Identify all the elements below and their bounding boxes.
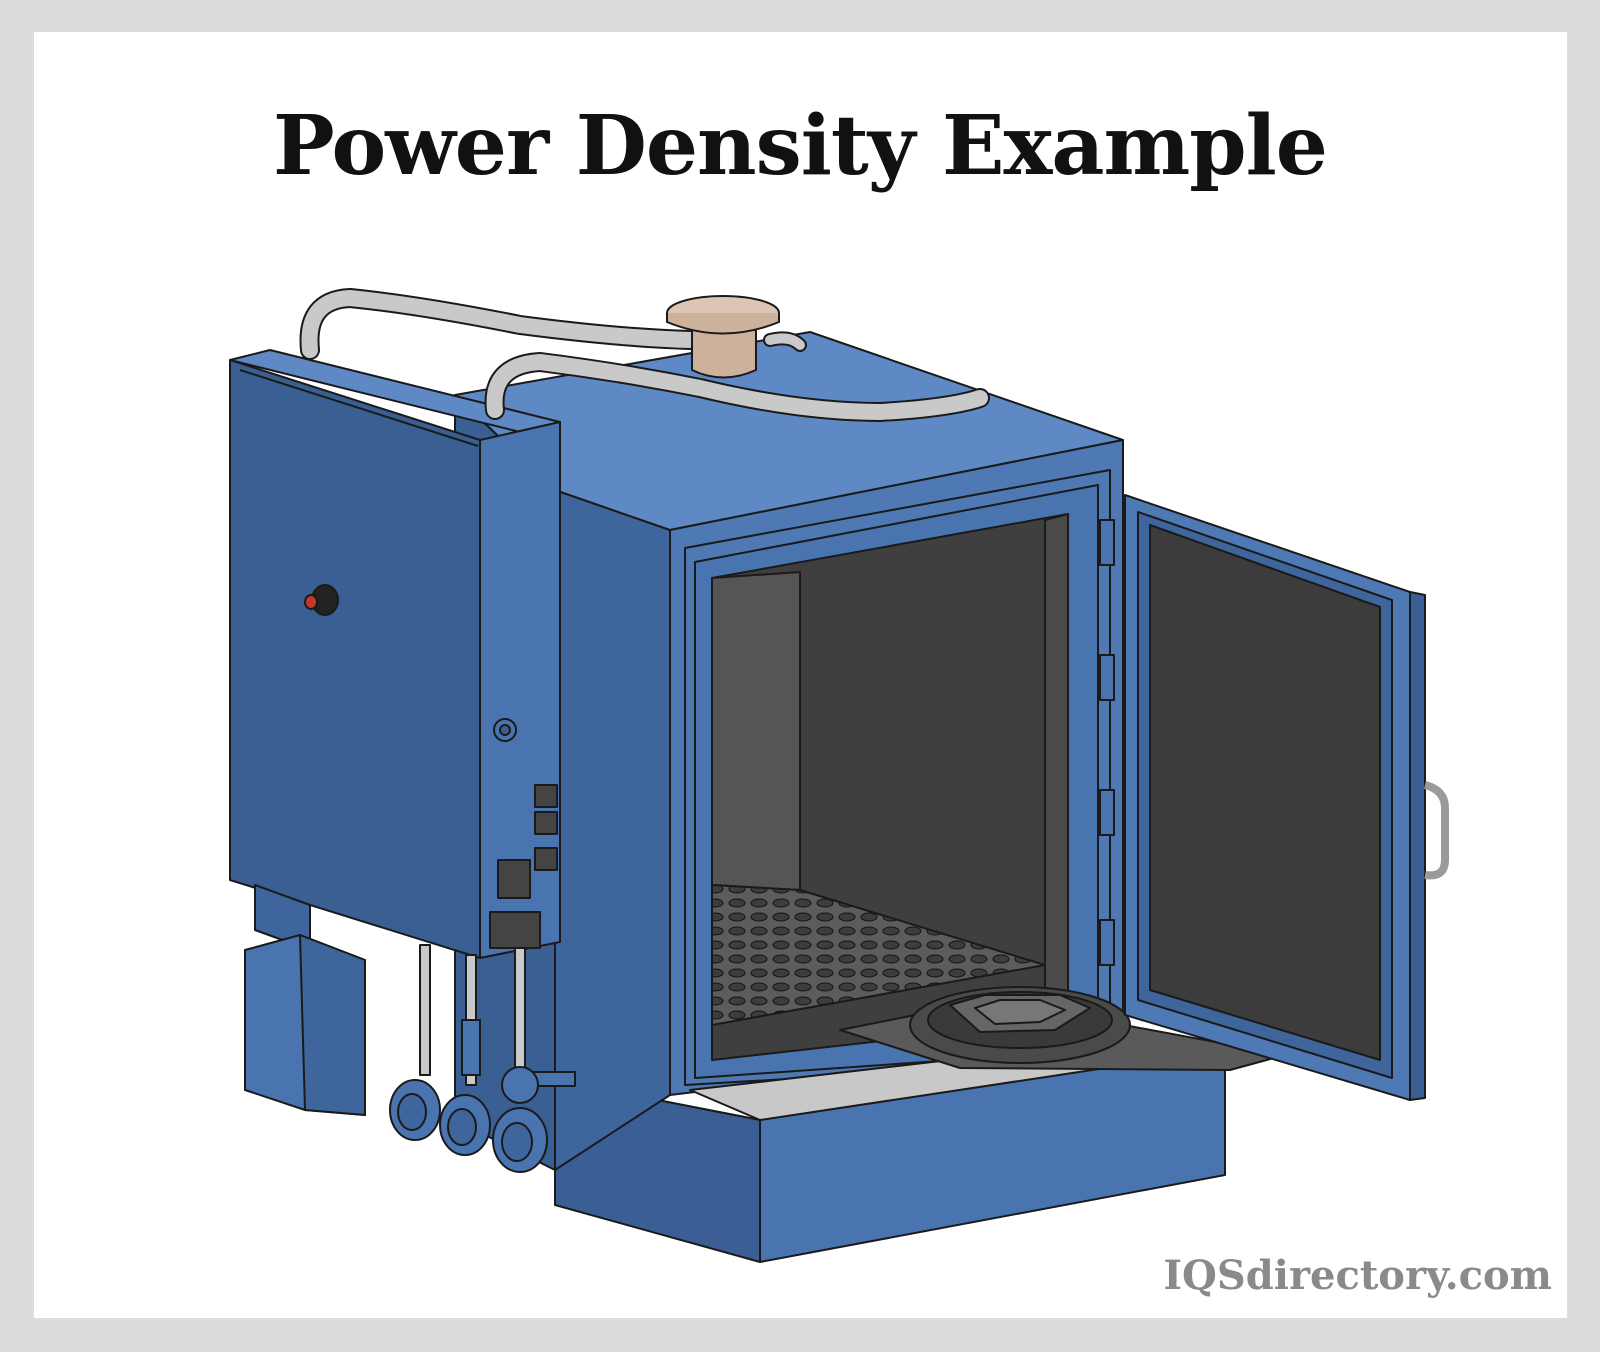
door-handle: [1423, 781, 1449, 880]
control-panel: [229, 349, 561, 959]
conduit-pipes: [299, 288, 990, 422]
oven-door: [1124, 494, 1449, 1101]
door-hinges: [1099, 519, 1115, 966]
control-panel-front: [229, 359, 481, 959]
gas-valves: [389, 944, 576, 1173]
door-window: [1149, 524, 1381, 1061]
source-watermark: IQSdirectory.com: [1163, 1252, 1552, 1299]
exhaust-vent-icon: [666, 295, 780, 379]
diagram-title: Power Density Example: [273, 98, 1328, 194]
wire-rack: [711, 884, 1046, 1026]
